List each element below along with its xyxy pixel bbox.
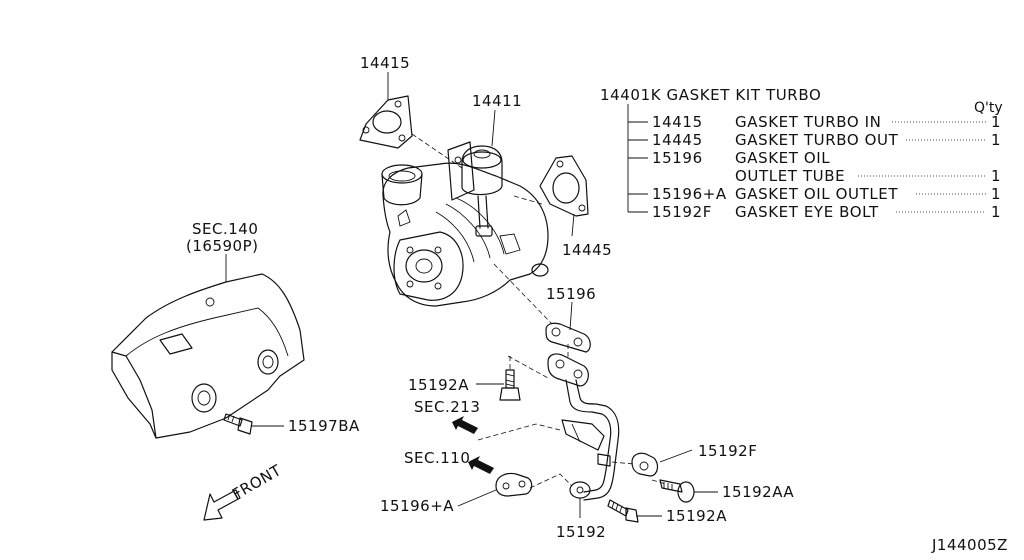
callout-14415: 14415: [360, 54, 410, 72]
gasket-turbo-in-drawing[interactable]: [359, 95, 413, 149]
kit-item-name: GASKET EYE BOLT: [735, 203, 879, 221]
kit-header: 14401K GASKET KIT TURBO: [600, 86, 821, 104]
callout-15197ba: 15197BA: [288, 417, 360, 435]
callout-15192f: 15192F: [698, 442, 757, 460]
kit-qty-header: Q'ty: [974, 100, 1003, 116]
kit-item-name: GASKET OIL: [735, 149, 830, 167]
kit-item-name-line2: OUTLET TUBE: [735, 167, 845, 185]
washer-15192f-drawing[interactable]: [631, 452, 659, 477]
kit-item-name: GASKET TURBO IN: [735, 113, 881, 131]
kit-item-part: 15196: [652, 149, 703, 167]
front-label: FRONT: [229, 461, 285, 504]
callout-15192a-top: 15192A: [408, 376, 469, 394]
kit-item-name: GASKET TURBO OUT: [735, 131, 899, 149]
kit-item-part: 14445: [652, 131, 703, 149]
heat-shield-drawing[interactable]: [111, 273, 305, 439]
bolt-15192a-top-drawing[interactable]: [499, 369, 521, 401]
kit-table-lines: [627, 104, 986, 213]
kit-item-name: GASKET OIL OUTLET: [735, 185, 898, 203]
callout-sec140: SEC.140: [192, 220, 258, 238]
callout-14445: 14445: [562, 241, 612, 259]
turbocharger-drawing[interactable]: [381, 141, 549, 307]
kit-item-part: 15196+A: [652, 185, 727, 203]
callout-15192a-bottom: 15192A: [666, 507, 727, 525]
callout-15192: 15192: [556, 523, 606, 541]
kit-item-qty: 1: [991, 203, 1001, 221]
arrow-sec213-icon: [452, 416, 478, 434]
gasket-turbo-out-drawing[interactable]: [539, 155, 589, 217]
diagram-id: J144005Z: [931, 536, 1008, 554]
arrow-sec110-icon: [468, 456, 494, 474]
callout-15196: 15196: [546, 285, 596, 303]
callout-sec140-sub: (16590P): [186, 237, 258, 255]
callout-14411: 14411: [472, 92, 522, 110]
leader-lines: [225, 72, 718, 518]
kit-item-qty: 1: [991, 113, 1001, 131]
bolt-15192a-bottom-drawing[interactable]: [607, 499, 639, 523]
gasket-oil-outlet-tube-drawing[interactable]: [545, 322, 591, 353]
callout-sec110: SEC.110: [404, 449, 470, 467]
gasket-oil-outlet-drawing[interactable]: [495, 472, 533, 497]
callout-sec213: SEC.213: [414, 398, 480, 416]
kit-item-part: 15192F: [652, 203, 712, 221]
oil-outlet-tube-drawing[interactable]: [547, 353, 620, 501]
front-arrow-icon: [203, 489, 241, 521]
bolt-15197ba-drawing[interactable]: [223, 413, 253, 435]
kit-item-qty: 1: [991, 167, 1001, 185]
eye-bolt-15192aa-drawing[interactable]: [659, 479, 695, 503]
kit-item-qty: 1: [991, 131, 1001, 149]
callout-15192aa: 15192AA: [722, 483, 794, 501]
reference-lines: [411, 133, 667, 489]
callout-15196a: 15196+A: [380, 497, 454, 515]
kit-item-qty: 1: [991, 185, 1001, 203]
kit-item-part: 14415: [652, 113, 703, 131]
